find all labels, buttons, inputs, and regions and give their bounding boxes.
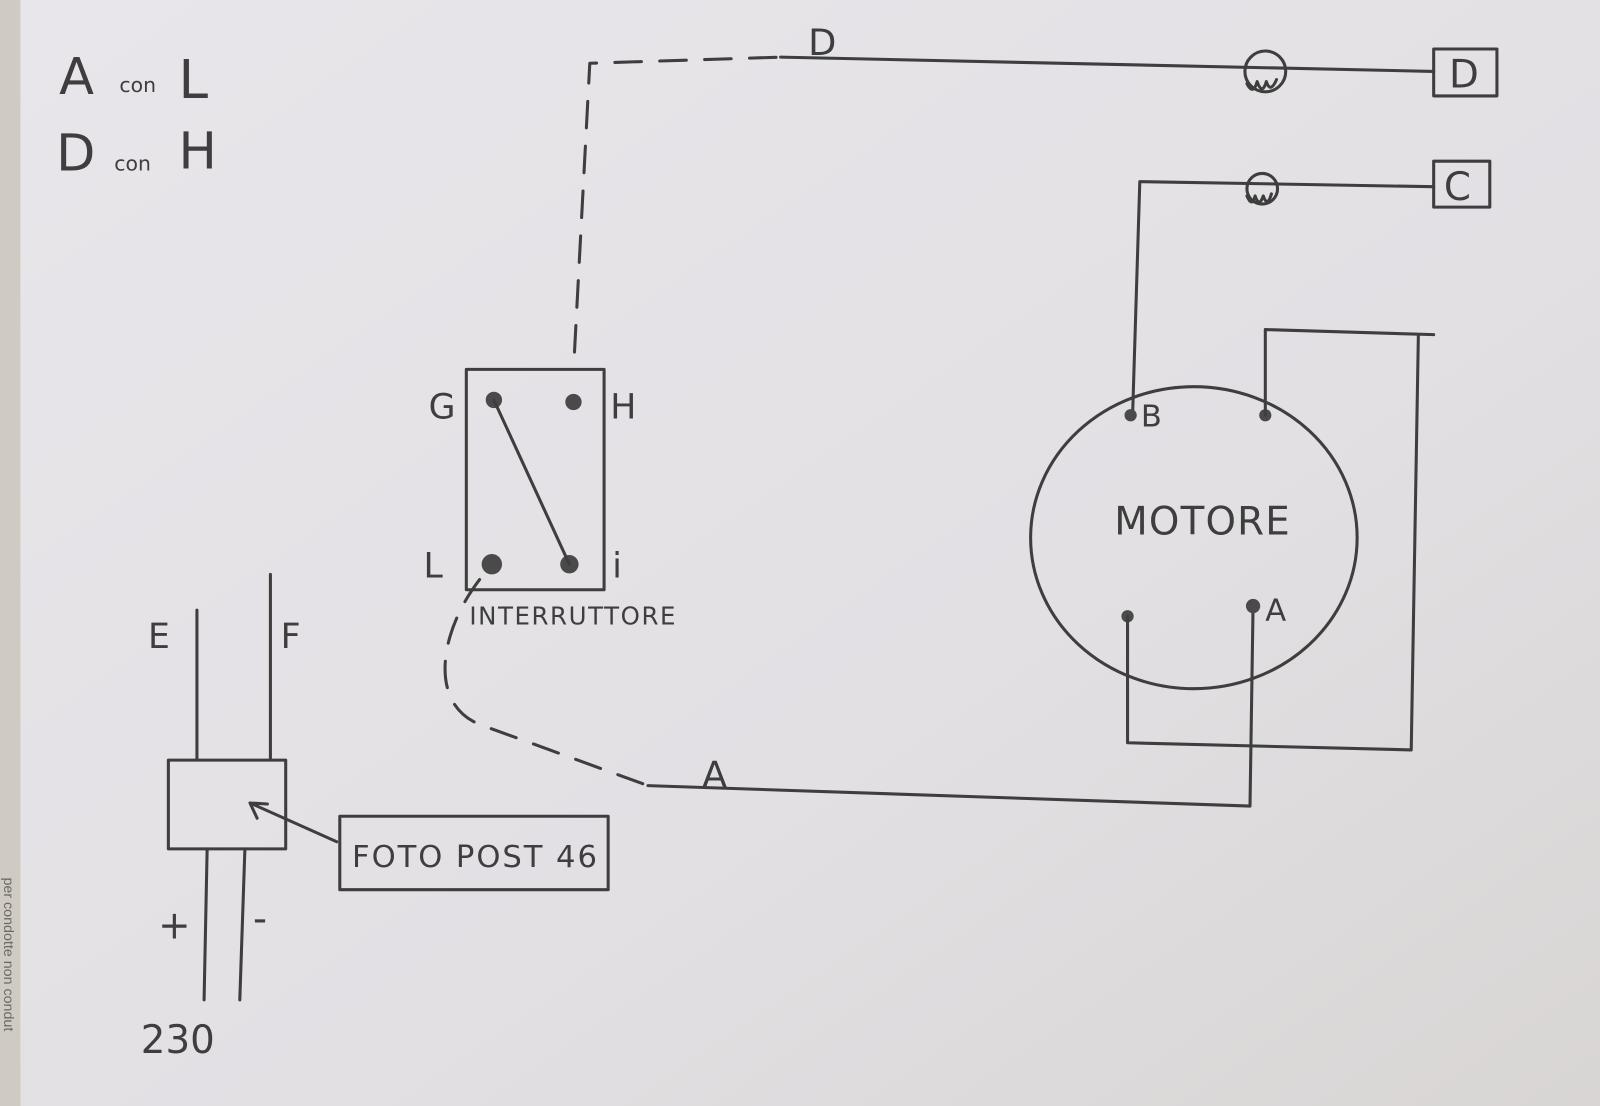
arrow-icon: [248, 801, 339, 844]
wire-d-label: D: [808, 21, 836, 64]
wire-a-dashed: [443, 577, 650, 788]
switch: G H L i INTERRUTTORE: [423, 367, 676, 630]
legend-con-2: con: [114, 151, 151, 175]
terminal-box-c-label: C: [1444, 165, 1471, 210]
wire-motor-bridge: [1126, 333, 1420, 752]
terminal-box-d: [1432, 47, 1499, 98]
wire-a: [646, 604, 1255, 808]
paper-edge: [0, 0, 21, 1106]
legend-a: A: [59, 48, 94, 107]
motor-label-b: B: [1141, 399, 1162, 434]
label-minus: -: [253, 897, 267, 942]
legend-con-1: con: [119, 73, 156, 97]
wire-c: [1131, 180, 1436, 415]
terminal-box-d-label: D: [1449, 53, 1479, 98]
motor-terminal-b: [1124, 409, 1137, 422]
label-e: E: [148, 617, 170, 657]
label-230: 230: [141, 1018, 215, 1063]
legend-l: L: [179, 49, 209, 111]
terminal-h: [565, 393, 582, 411]
legend-h: H: [179, 122, 217, 181]
motor-label-a: A: [1265, 593, 1286, 628]
label-plus: +: [158, 904, 190, 949]
switch-label-h: H: [610, 387, 636, 427]
motor-terminal-a: [1245, 598, 1261, 614]
switch-label-l: L: [423, 546, 443, 586]
power-supply: E F + - 230: [141, 572, 301, 1063]
switch-label-g: G: [429, 387, 456, 427]
wires-e-f: [195, 572, 272, 762]
lamp-c-icon: [1245, 171, 1280, 206]
wire-motor-bridge-top: [1263, 328, 1436, 417]
terminal-l: [481, 554, 503, 575]
label-f: F: [281, 617, 301, 657]
legend-d: D: [56, 124, 95, 183]
motor: MOTORE B A: [1029, 385, 1359, 691]
switch-label-i: i: [612, 546, 622, 586]
wires-230: [202, 847, 247, 1002]
terminal-box-c: [1432, 159, 1492, 209]
switch-contact: [492, 398, 571, 566]
paper-edge-text: per condotte non condut: [0, 877, 16, 1031]
note-box: [338, 814, 610, 892]
wire-a-label: A: [702, 754, 727, 797]
motor-title: MOTORE: [1114, 500, 1290, 545]
wire-d: [779, 55, 1436, 73]
wire-d-dashed: [572, 55, 783, 354]
lamp-d-icon: [1243, 49, 1288, 94]
switch-title: INTERRUTTORE: [469, 601, 675, 630]
connector-box: [166, 758, 288, 851]
legend: A con L D con H: [56, 48, 217, 184]
